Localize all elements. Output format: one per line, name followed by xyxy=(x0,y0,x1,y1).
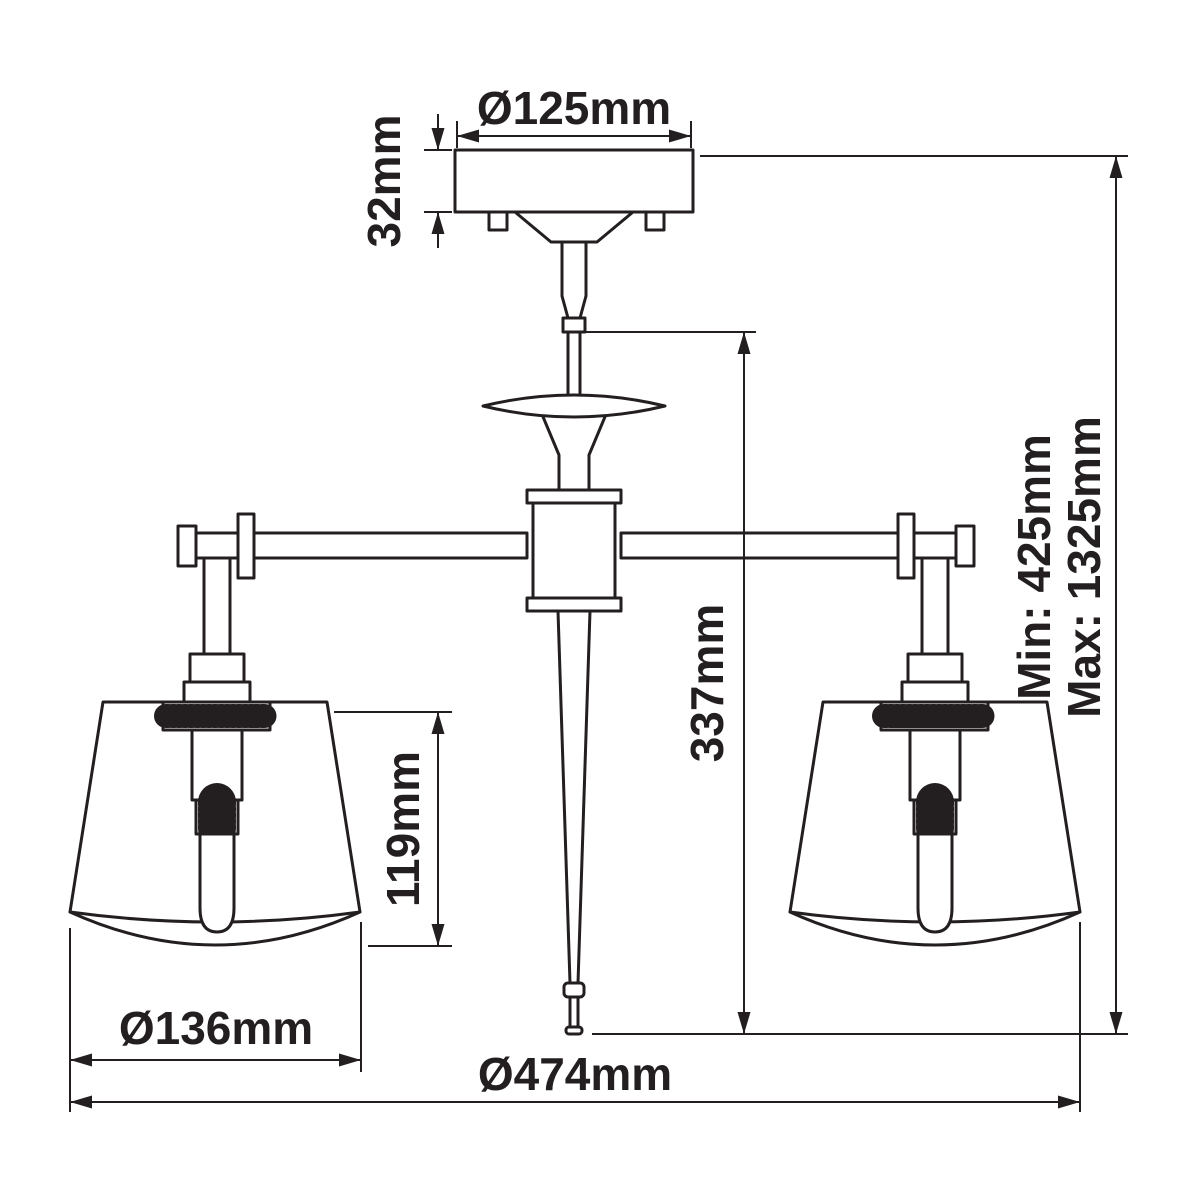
left-shade-rim xyxy=(68,910,362,947)
dim-label-min-height: Min: 425mm xyxy=(1008,434,1060,700)
dim-label-shade-height: 119mm xyxy=(377,751,429,907)
arrowhead-up-icon xyxy=(431,712,445,734)
center-hub xyxy=(525,488,623,613)
dimension-labels: Ø125mm 32mm Min: 425mm Max: 1325mm 337mm… xyxy=(119,82,1110,1100)
left-drop-tube xyxy=(202,556,232,656)
dim-label-canopy-height: 32mm xyxy=(358,115,410,248)
right-socket-cup xyxy=(906,652,964,684)
finial-knob xyxy=(564,1025,584,1036)
arrowhead-left-icon xyxy=(457,129,479,143)
arrowhead-right-icon xyxy=(339,1053,361,1067)
arm-flange-left xyxy=(236,512,256,580)
upper-stem xyxy=(481,240,667,492)
finial-collar xyxy=(562,981,586,999)
arrowhead-right-icon xyxy=(1058,1095,1080,1109)
right-drop-tube xyxy=(920,556,950,656)
arm-end-cap-right xyxy=(954,524,976,568)
arrowhead-down-icon xyxy=(431,924,445,946)
arm-end-cap-left xyxy=(176,524,198,568)
dim-label-canopy-diameter: Ø125mm xyxy=(477,82,671,134)
stem-rod-lower xyxy=(566,330,582,398)
dimension-lines xyxy=(69,114,1128,1112)
arrowhead-down-icon xyxy=(1109,1012,1123,1034)
hub-top-rim xyxy=(525,488,623,505)
stem-rod-upper xyxy=(560,240,588,320)
dim-label-body-height: 337mm xyxy=(681,604,733,763)
hub-bottom-rim xyxy=(525,596,623,613)
dim-canopy-height xyxy=(424,114,452,248)
dim-shade-height xyxy=(334,711,452,947)
canopy-tab-right xyxy=(644,210,666,232)
dim-body-height xyxy=(584,331,756,1034)
stem-flare xyxy=(539,410,609,492)
right-lamp xyxy=(788,556,1082,947)
right-socket-collar xyxy=(900,680,970,704)
arm-bar xyxy=(176,512,976,580)
dim-label-shade-diameter: Ø136mm xyxy=(119,1002,313,1054)
left-socket-cup xyxy=(188,652,246,684)
mounting-bracket xyxy=(513,210,635,244)
arrowhead-left-icon xyxy=(70,1095,92,1109)
finial-taper xyxy=(556,609,592,985)
hub-body xyxy=(531,501,617,600)
center-finial xyxy=(556,609,592,1036)
fixture xyxy=(68,148,1082,1036)
dim-label-max-height: Max: 1325mm xyxy=(1058,416,1110,718)
arm-flange-right xyxy=(896,512,916,580)
dim-shade-diameter xyxy=(69,922,362,1112)
arrowhead-left-icon xyxy=(70,1053,92,1067)
arrowhead-down-icon xyxy=(431,128,445,150)
canopy-tab-left xyxy=(487,210,509,232)
left-lamp xyxy=(68,556,362,947)
dim-overall-height xyxy=(592,155,1128,1035)
canopy-body xyxy=(453,148,695,214)
ceiling-plate xyxy=(453,148,695,244)
dim-label-overall-diameter: Ø474mm xyxy=(478,1048,672,1100)
arrowhead-right-icon xyxy=(669,129,691,143)
stem-collar xyxy=(561,316,587,334)
bobeche-disc xyxy=(481,393,667,419)
arrowhead-up-icon xyxy=(737,332,751,354)
arrowhead-up-icon xyxy=(1109,156,1123,178)
finial-tip xyxy=(568,995,580,1029)
dim-canopy-diameter xyxy=(456,121,692,148)
left-bulb xyxy=(198,832,236,934)
right-shade-rim xyxy=(788,910,1082,947)
right-bulb xyxy=(916,832,954,934)
arrowhead-down-icon xyxy=(737,1012,751,1034)
arrowhead-up-icon xyxy=(431,212,445,234)
left-socket-collar xyxy=(182,680,252,704)
dim-overall-width xyxy=(70,922,1081,1112)
